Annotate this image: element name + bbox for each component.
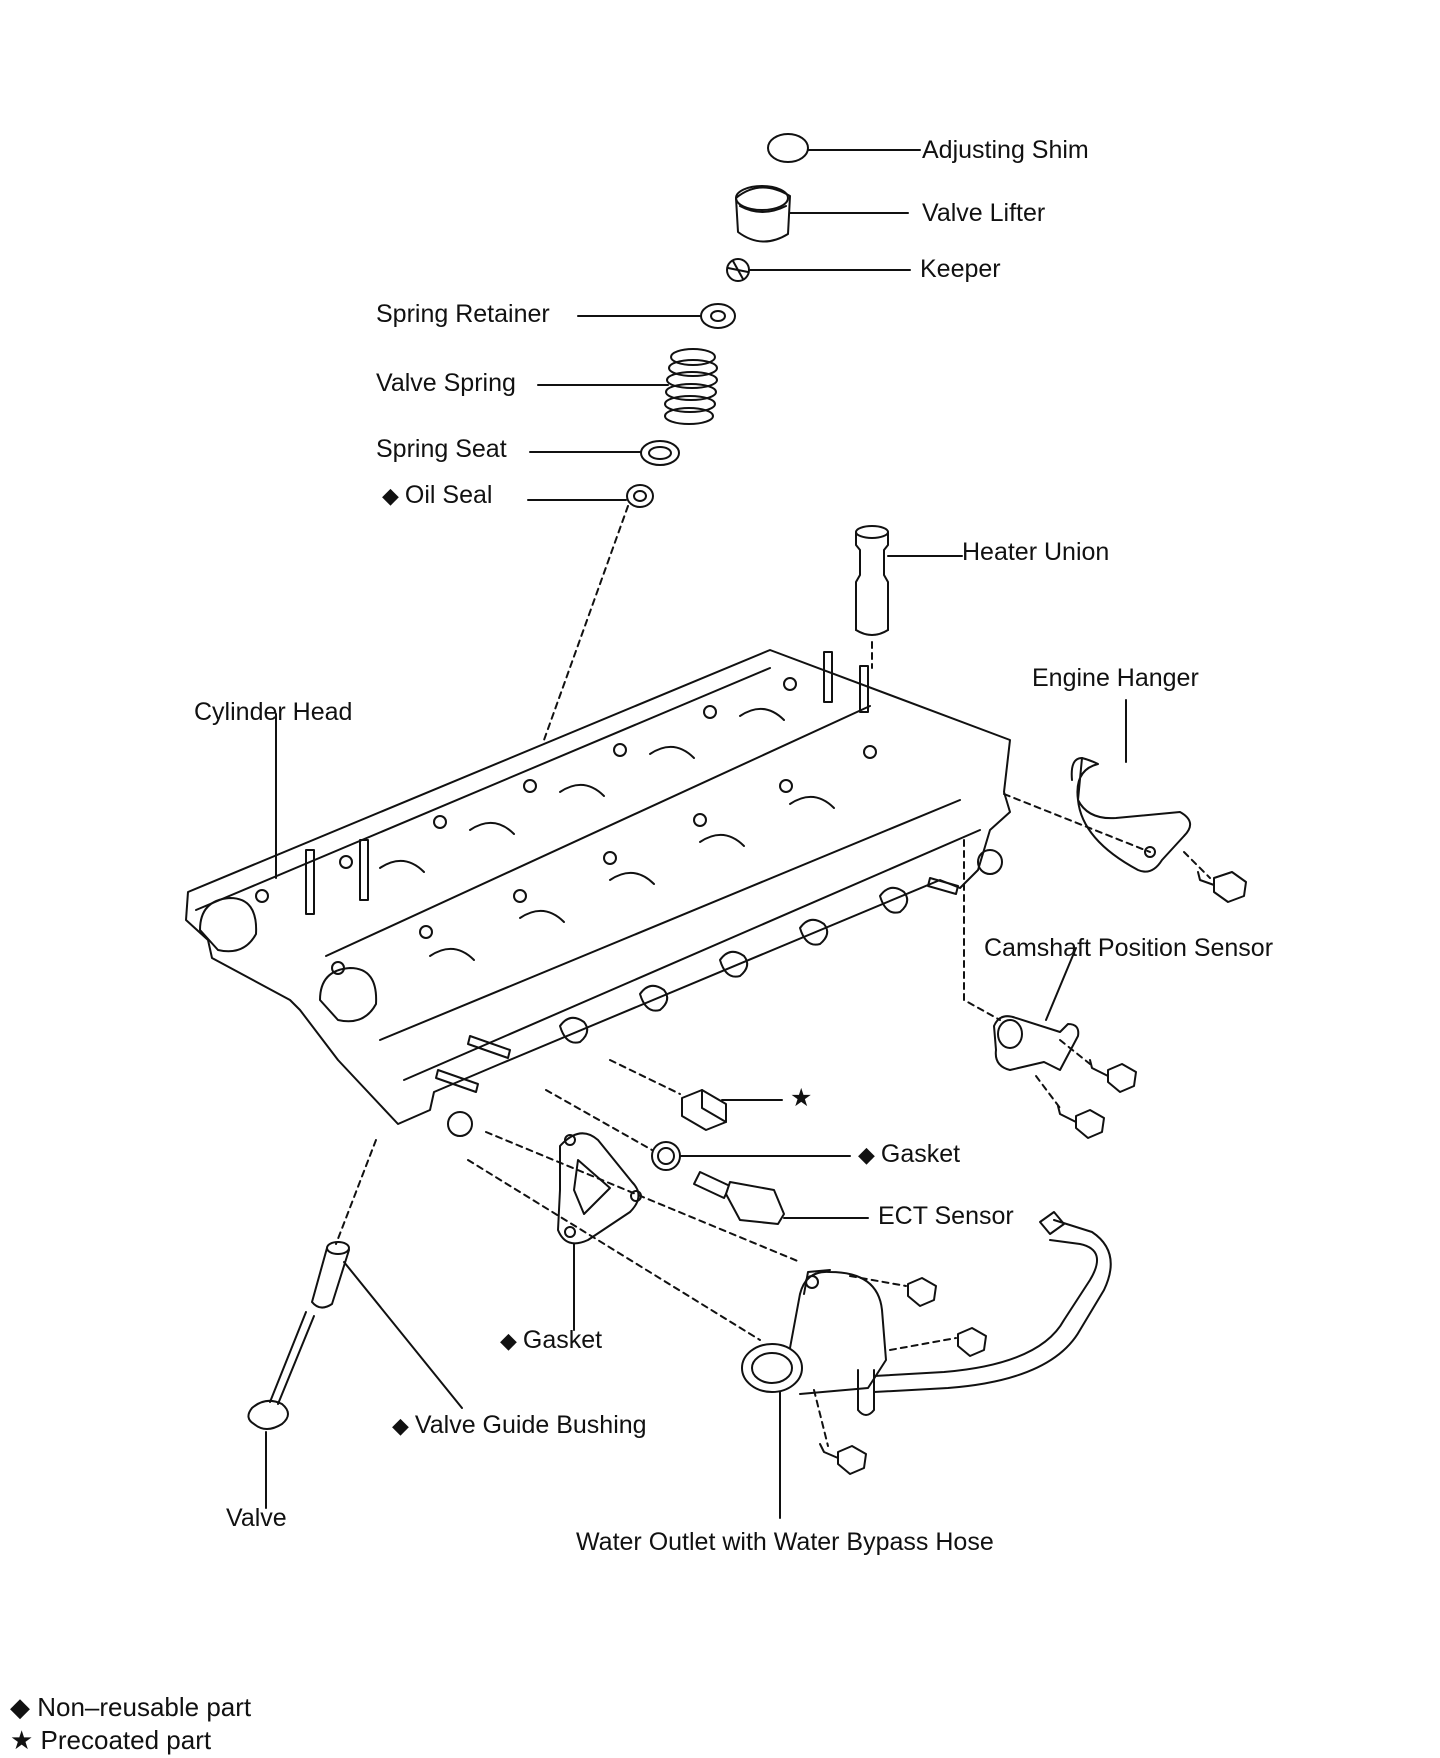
leader-lines-top — [527, 149, 921, 501]
label-ect-sensor: ECT Sensor — [878, 1202, 1014, 1230]
camshaft-position-sensor-part — [963, 839, 1080, 1071]
label-valve-guide-bushing-text: Valve Guide Bushing — [414, 1411, 647, 1439]
engine-hanger-bolt — [1003, 793, 1247, 903]
legend-non-reusable: ◆ Non–reusable part — [10, 1694, 251, 1720]
ect-sensor-part — [693, 1171, 869, 1225]
precoated-icon: ★ — [10, 1725, 34, 1755]
label-cylinder-head: Cylinder Head — [194, 698, 353, 726]
label-gasket-water-outlet: ◆Gasket — [500, 1328, 602, 1353]
label-heater-union: Heater Union — [962, 538, 1110, 566]
label-valve-guide-bushing: ◆Valve Guide Bushing — [392, 1413, 647, 1438]
label-valve-spring: Valve Spring — [376, 369, 516, 397]
non-reusable-icon: ◆ — [10, 1692, 30, 1722]
non-reusable-icon: ◆ — [858, 1142, 875, 1167]
label-camshaft-position-sensor: Camshaft Position Sensor — [984, 934, 1274, 962]
label-gasket-ect: ◆Gasket — [858, 1142, 960, 1167]
engine-hanger-part — [1070, 699, 1191, 873]
precoated-icon: ★ — [790, 1084, 813, 1112]
oil-seal-guide — [543, 505, 629, 741]
legend-non-reusable-text: Non–reusable part — [37, 1692, 252, 1722]
precoated-plug-part — [609, 1059, 783, 1131]
label-gasket-water-outlet-text: Gasket — [522, 1326, 603, 1354]
label-valve: Valve — [226, 1504, 287, 1532]
label-engine-hanger: Engine Hanger — [1032, 664, 1199, 692]
non-reusable-icon: ◆ — [500, 1328, 517, 1353]
keeper-part — [726, 258, 750, 282]
label-oil-seal-text: Oil Seal — [404, 481, 493, 509]
heater-union-part — [855, 525, 963, 669]
water-outlet-part — [741, 1211, 1112, 1519]
valve-part — [247, 1311, 315, 1509]
valve-guide-bushing-part — [311, 1139, 463, 1409]
valve-lifter-part — [735, 185, 791, 243]
water-outlet-gasket-part — [557, 1132, 642, 1331]
camshaft-sensor-bolts — [1035, 1039, 1137, 1139]
water-outlet-nuts — [467, 1131, 987, 1475]
label-valve-lifter: Valve Lifter — [922, 199, 1046, 227]
label-keeper: Keeper — [920, 255, 1001, 283]
label-spring-retainer: Spring Retainer — [376, 300, 550, 328]
cylinder-head-part — [185, 649, 1011, 1137]
adjusting-shim-part — [767, 133, 809, 163]
non-reusable-icon: ◆ — [382, 483, 399, 508]
spring-retainer-part — [700, 303, 736, 329]
label-adjusting-shim: Adjusting Shim — [922, 136, 1089, 164]
label-gasket-ect-text: Gasket — [880, 1140, 961, 1168]
legend-precoated: ★ Precoated part — [10, 1727, 211, 1753]
oil-seal-part — [626, 484, 654, 508]
label-oil-seal: ◆Oil Seal — [382, 483, 492, 508]
non-reusable-icon: ◆ — [392, 1413, 409, 1438]
valve-spring-part — [664, 348, 718, 425]
label-spring-seat: Spring Seat — [376, 435, 507, 463]
spring-seat-part — [640, 440, 680, 466]
ect-gasket-part — [545, 1089, 851, 1171]
label-water-outlet: Water Outlet with Water Bypass Hose — [576, 1528, 994, 1556]
legend-precoated-text: Precoated part — [40, 1725, 212, 1755]
